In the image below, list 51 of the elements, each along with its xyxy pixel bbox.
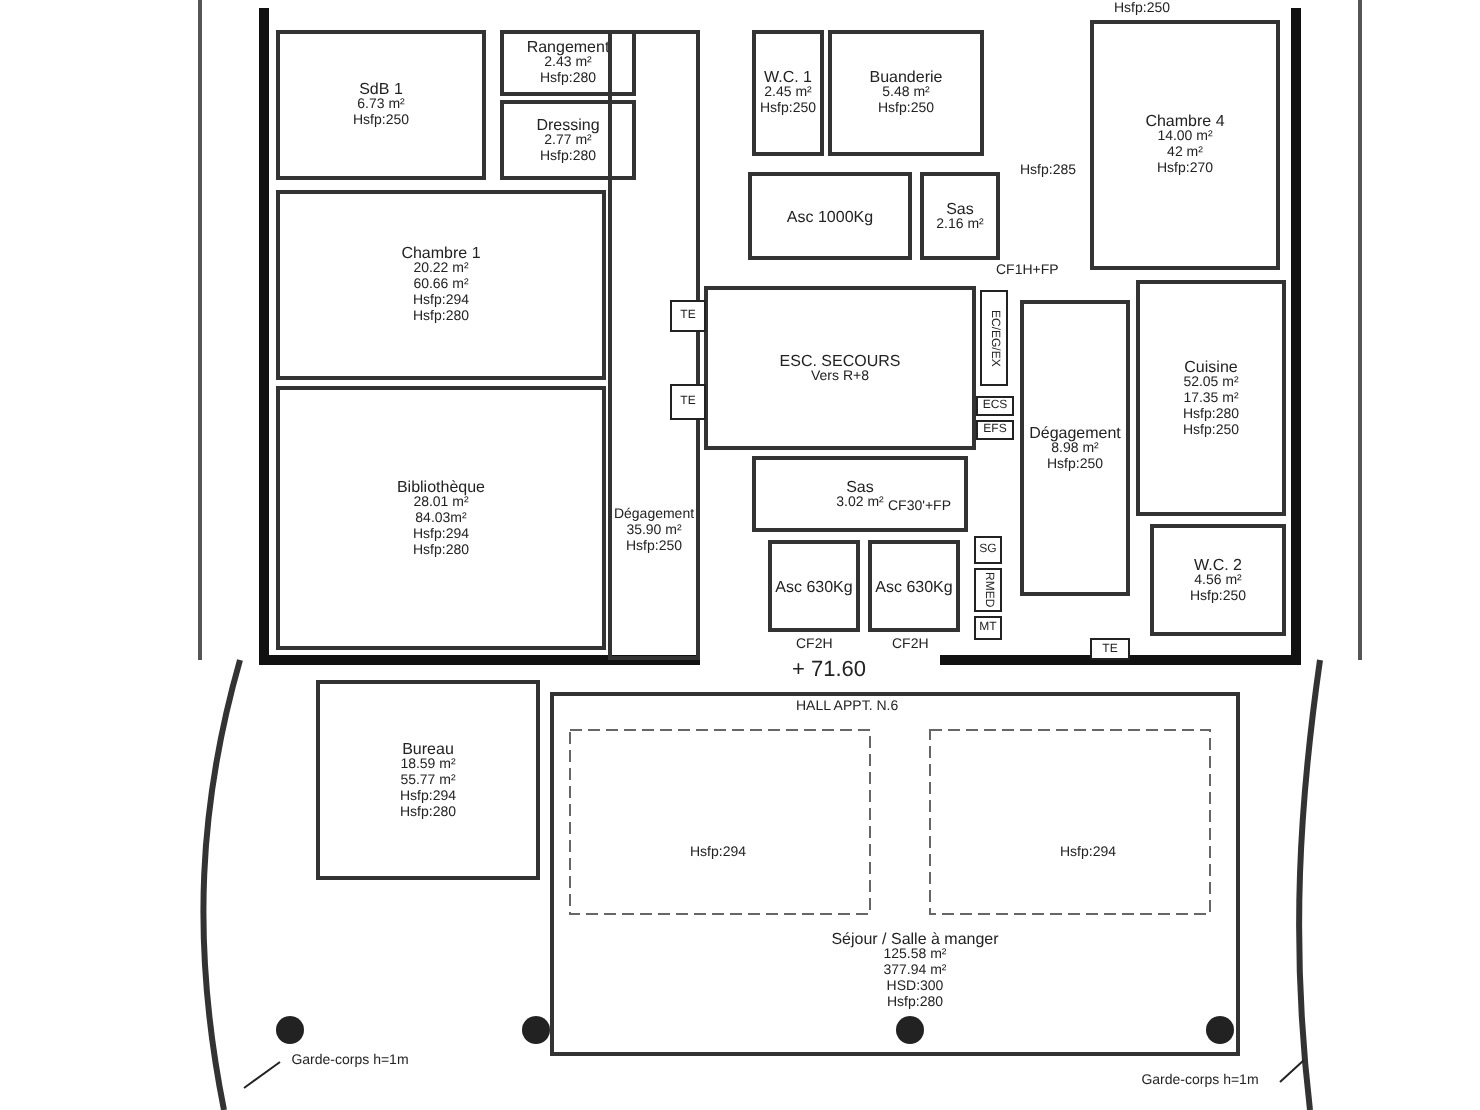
room-name: ESC. SECOURS [779, 351, 901, 369]
room-name: Sas [946, 199, 974, 217]
room-outline [1136, 280, 1286, 516]
room-outline [1150, 524, 1286, 636]
room-name: Asc 1000Kg [786, 207, 874, 225]
room-outline [704, 286, 976, 450]
leader-line [243, 1061, 281, 1089]
room-name: Cuisine [1184, 357, 1238, 375]
equipment-box [976, 420, 1014, 440]
room-name: W.C. 1 [763, 68, 812, 86]
room-outline [550, 692, 1240, 1056]
room-outline [752, 456, 968, 532]
room-outline [828, 30, 984, 156]
room-name: Chambre 1 [401, 244, 481, 262]
room-outline [276, 190, 606, 380]
room-outline [920, 172, 1000, 260]
room-outline [1020, 300, 1130, 596]
room-outline [1090, 20, 1280, 270]
room-name: Bibliothèque [396, 477, 486, 495]
equipment-box [974, 616, 1002, 640]
leader-line [1279, 1059, 1305, 1083]
room-name: Asc 630Kg [775, 577, 853, 595]
room-outline [752, 30, 824, 156]
equipment-box [670, 300, 706, 332]
room-name: Asc 630Kg [875, 577, 953, 595]
room-outline [768, 540, 860, 632]
level-value: + 71.60 [792, 662, 867, 678]
room-name: Bureau [402, 739, 454, 757]
equipment-box [976, 396, 1014, 416]
room-name: Buanderie [869, 68, 943, 86]
room-name: Dégagement [1029, 423, 1121, 441]
room-outline [500, 30, 636, 96]
room-name: Sas [846, 477, 874, 495]
room-name: Rangement [526, 38, 610, 56]
room-outline [316, 680, 540, 880]
room-outline [276, 30, 486, 180]
room-name: Chambre 4 [1145, 112, 1225, 130]
room-name: Séjour / Salle à manger [831, 930, 999, 948]
room-name: Dressing [536, 115, 600, 133]
equipment-box [974, 568, 1002, 612]
room-outline [276, 386, 606, 650]
equipment-box [980, 290, 1008, 386]
equipment-box [670, 384, 706, 420]
equipment-box [608, 30, 700, 660]
equipment-box [1090, 638, 1130, 660]
equipment-box [974, 536, 1002, 564]
room-name: SdB 1 [359, 80, 403, 98]
room-name: W.C. 2 [1193, 555, 1242, 573]
room-outline [748, 172, 912, 260]
room-outline [868, 540, 960, 632]
room-outline [500, 100, 636, 180]
